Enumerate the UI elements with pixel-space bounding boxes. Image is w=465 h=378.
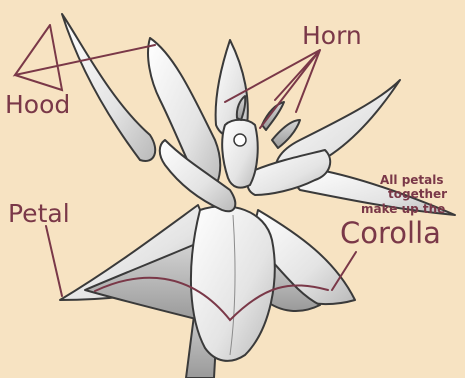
- corolla-note-line3: make up the: [361, 202, 445, 216]
- gynostegium: [222, 120, 258, 188]
- petal-leader: [46, 226, 62, 296]
- horn-label: Horn: [302, 21, 362, 50]
- hood-far-left: [62, 14, 155, 161]
- petal-center-front: [191, 206, 275, 361]
- corolla-note-line1: All petals: [380, 173, 444, 187]
- hood-label: Hood: [5, 90, 70, 119]
- petal-label: Petal: [8, 199, 70, 228]
- horn-2: [262, 102, 284, 130]
- corolla-note-line2: together: [388, 187, 447, 201]
- corolla-label: Corolla: [340, 216, 441, 250]
